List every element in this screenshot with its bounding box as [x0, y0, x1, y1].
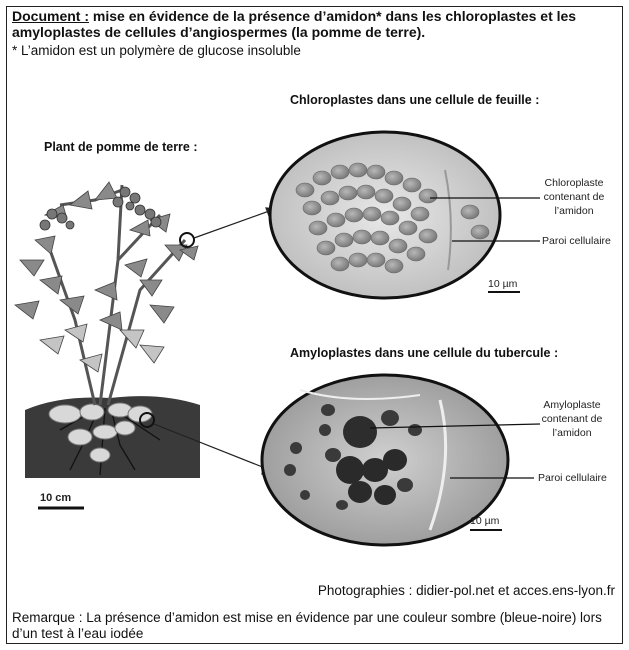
chloroplast-label-line: l’amidon — [542, 204, 606, 218]
tuber-scale-label: 10 µm — [470, 514, 499, 528]
amyloplast-label-line: l’amidon — [540, 426, 604, 440]
amyloplast-label-line: contenant de — [540, 412, 604, 426]
amyloplast-label: Amyloplaste contenant de l’amidon — [540, 398, 604, 440]
remark-text: Remarque : La présence d’amidon est mise… — [12, 610, 617, 642]
photo-credit: Photographies : didier-pol.net et acces.… — [318, 583, 615, 598]
chloroplast-label: Chloroplaste contenant de l’amidon — [542, 176, 606, 218]
amyloplast-label-line: Amyloplaste — [540, 398, 604, 412]
leaf-cell-micrograph — [270, 132, 540, 298]
tuber-wall-label: Paroi cellulaire — [538, 471, 607, 485]
leaf-wall-label: Paroi cellulaire — [542, 234, 611, 248]
chloroplast-label-line: Chloroplaste — [542, 176, 606, 190]
lower-leaves — [40, 324, 164, 372]
potato-plant — [15, 182, 200, 478]
leaf-scale-label: 10 µm — [488, 277, 517, 291]
plant-scale-label: 10 cm — [40, 491, 71, 505]
chloroplast-label-line: contenant de — [542, 190, 606, 204]
